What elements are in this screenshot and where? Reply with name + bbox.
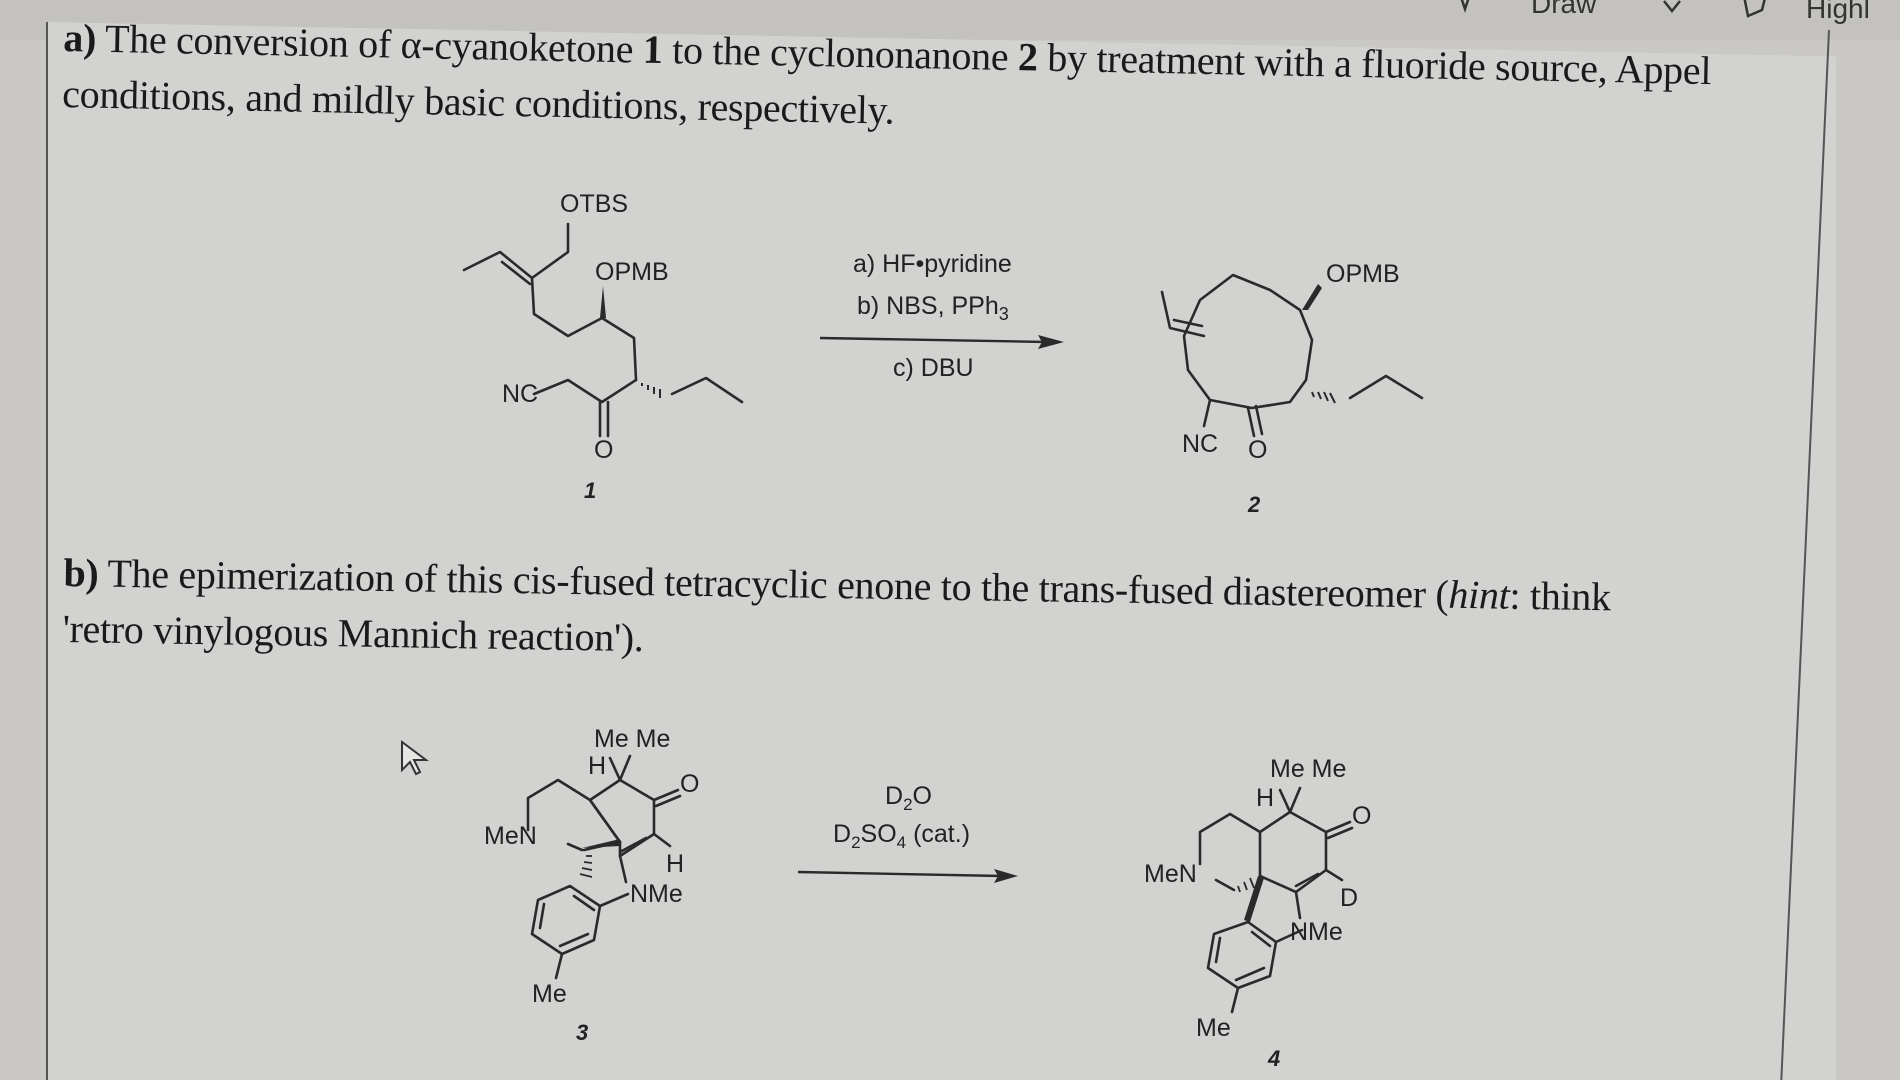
compound-2-ref: 2 (1017, 34, 1039, 80)
compound-4-number: 4 (1267, 1046, 1280, 1071)
reagent-d2o: D2O (885, 782, 932, 814)
hint-word: hint (1448, 571, 1510, 618)
nc-label: NC (502, 380, 538, 408)
highlight-tool-button[interactable]: Highl (1740, 0, 1870, 25)
compound-1-structure: OTBS OPMB NC O 1 (462, 190, 744, 503)
compound-1-number: 1 (584, 478, 596, 503)
reagent-a1: a) HF•pyridine (853, 250, 1012, 278)
question-a-label: a) (62, 14, 97, 61)
reaction-arrow-a (819, 335, 1064, 349)
aryl-me-label: Me (532, 980, 567, 1008)
aryl-me-label: Me (1196, 1014, 1231, 1042)
vinyl-h-label: H (666, 850, 684, 878)
reagent-d2so4: D2SO4 (cat.) (833, 820, 971, 852)
chevron-down-icon[interactable] (1662, 0, 1682, 20)
pen-icon (1455, 0, 1475, 20)
nme-label: NMe (630, 880, 683, 908)
deuterium-label: D (1340, 884, 1358, 912)
nc-label: NC (1182, 430, 1218, 458)
question-b-label: b) (63, 549, 99, 596)
otbs-label: OTBS (560, 190, 628, 218)
highlighter-icon (1740, 0, 1770, 25)
highlight-label: Highl (1806, 0, 1870, 24)
men-label: MeN (1144, 860, 1197, 888)
carbonyl-o-label: O (594, 436, 613, 464)
compound-3-number: 3 (576, 1020, 588, 1045)
compound-4-structure: Me Me H O MeN D NMe Me 4 (1144, 755, 1371, 1071)
compound-3-structure: Me Me H O MeN H NMe Me 3 (484, 725, 699, 1045)
carbonyl-o-label: O (680, 770, 699, 798)
h-ring-fusion-label: H (1256, 784, 1274, 812)
opmb-label: OPMB (595, 258, 669, 286)
draw-label: Draw (1531, 0, 1597, 19)
compound-2-structure: OPMB NC O 2 (1160, 260, 1424, 517)
me-me-label: Me Me (594, 725, 670, 753)
me-me-label: Me Me (1270, 755, 1346, 783)
mouse-cursor-icon (401, 740, 429, 776)
compound-1-ref: 1 (642, 26, 664, 73)
opmb-label: OPMB (1326, 260, 1400, 288)
reagent-a3: c) DBU (893, 354, 974, 382)
nme-label: NMe (1290, 918, 1343, 946)
men-label: MeN (484, 822, 537, 850)
reagent-a2: b) NBS, PPh3 (857, 292, 1009, 324)
carbonyl-o-label: O (1248, 436, 1267, 464)
reaction-arrow-b (797, 869, 1018, 883)
compound-2-number: 2 (1247, 492, 1261, 517)
draw-tool-button[interactable]: Draw (1455, 0, 1682, 20)
h-ring-fusion-label: H (588, 752, 606, 780)
carbonyl-o-label: O (1352, 802, 1371, 830)
